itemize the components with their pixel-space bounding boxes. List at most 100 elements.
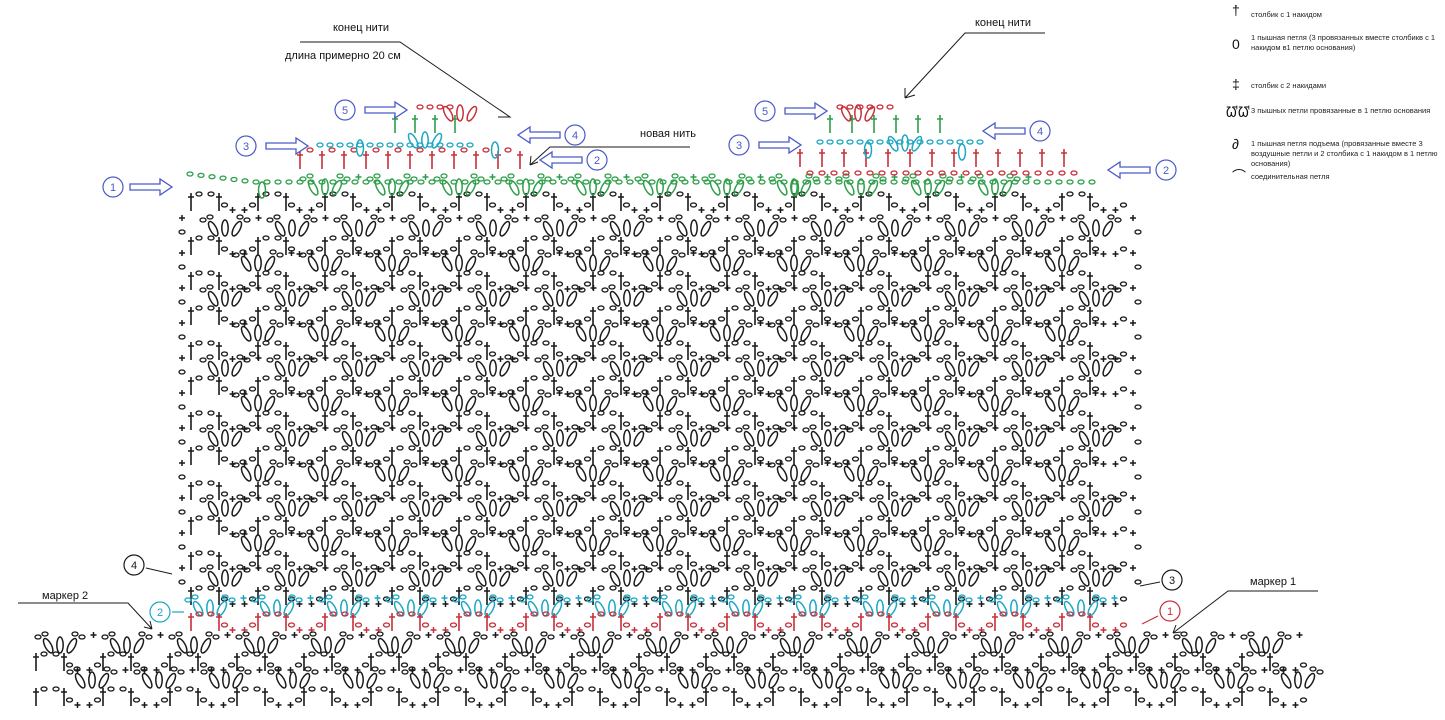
chain-stitch — [671, 389, 679, 395]
chain-stitch — [555, 281, 564, 287]
puff-stitch — [455, 254, 463, 272]
single-crochet — [966, 566, 973, 572]
puff-stitch — [207, 500, 219, 517]
puff-stitch — [508, 395, 520, 412]
chain-stitch — [943, 564, 951, 570]
three-puff-fan — [374, 464, 410, 482]
puff-stitch — [264, 535, 276, 552]
single-crochet — [559, 632, 566, 638]
chain-stitch — [664, 340, 672, 346]
chain-stitch — [239, 249, 247, 255]
chain-stitch — [611, 322, 619, 328]
three-puff-fan — [743, 289, 779, 307]
chain-stitch — [846, 497, 854, 503]
chain-stitch — [911, 651, 919, 657]
chain-stitch — [902, 176, 910, 182]
double-crochet — [523, 447, 529, 465]
chain-stitch — [437, 284, 445, 290]
three-puff-fan — [1146, 671, 1182, 689]
chain-stitch — [722, 686, 730, 692]
puff-stitch — [886, 600, 898, 617]
double-crochet — [322, 587, 328, 605]
chain-stitch — [276, 392, 284, 398]
puff-stitch — [423, 671, 431, 689]
three-puff-fan — [843, 394, 879, 412]
three-puff-fan — [575, 464, 611, 482]
double-crochet — [435, 688, 441, 706]
puff-stitch — [633, 570, 645, 587]
chain-stitch — [488, 491, 497, 497]
chain-stitch — [570, 634, 578, 640]
double-crochet — [597, 688, 603, 706]
double-crochet — [396, 653, 402, 671]
single-crochet — [1112, 207, 1119, 213]
puff-stitch — [1001, 325, 1013, 342]
chain-stitch — [276, 532, 284, 538]
three-puff-fan — [944, 359, 980, 377]
chain-stitch — [969, 252, 977, 258]
chain-stitch — [1034, 170, 1042, 176]
puff-stitch — [934, 255, 946, 272]
chain-stitch — [985, 561, 994, 567]
chain-stitch — [974, 666, 982, 672]
chain-stitch — [957, 281, 966, 287]
chain-stitch — [641, 529, 649, 535]
three-puff-fan — [508, 254, 544, 272]
chain-stitch — [601, 217, 609, 223]
puff-stitch — [857, 394, 865, 412]
puff-stitch — [910, 535, 922, 552]
chain-stitch — [985, 351, 994, 357]
three-puff-fan — [910, 464, 946, 482]
chain-stitch — [400, 567, 408, 573]
double-crochet — [999, 653, 1005, 671]
double-crochet — [797, 149, 803, 167]
puff-stitch — [599, 325, 611, 342]
chain-stitch — [650, 561, 659, 567]
three-puff-fan — [645, 636, 681, 654]
chain-stitch — [956, 179, 964, 185]
single-crochet — [899, 391, 906, 397]
three-puff-fan — [810, 499, 846, 517]
three-puff-fan — [476, 671, 512, 689]
chain-stitch — [410, 462, 418, 468]
puff-stitch — [341, 570, 353, 587]
double-crochet — [858, 377, 864, 395]
puff-stitch — [1114, 637, 1126, 654]
single-crochet — [744, 702, 751, 708]
chain-stitch — [463, 270, 471, 276]
chain-stitch — [516, 281, 525, 287]
puff-stitch — [334, 637, 346, 654]
chain-stitch — [676, 611, 684, 617]
chain-stitch — [851, 281, 860, 287]
single-crochet — [844, 207, 851, 213]
double-crochet — [971, 688, 977, 706]
chain-stitch — [195, 480, 203, 486]
double-crochet — [886, 517, 892, 535]
chain-stitch — [601, 697, 610, 703]
chain-stitch — [1040, 214, 1048, 220]
single-crochet — [363, 426, 370, 432]
three-puff-fan — [1044, 324, 1080, 342]
puff-stitch — [575, 395, 587, 412]
three-puff-fan — [441, 394, 477, 412]
double-crochet — [992, 447, 998, 465]
puff-stitch — [977, 535, 989, 552]
chain-stitch — [1045, 686, 1053, 692]
puff-stitch — [776, 535, 788, 552]
legend-item: соединительная петля — [1251, 172, 1330, 181]
three-puff-fan — [945, 671, 981, 689]
single-crochet — [765, 461, 772, 467]
double-crochet — [724, 517, 730, 535]
single-crochet — [489, 460, 496, 466]
single-crochet — [765, 391, 772, 397]
chain-stitch — [802, 357, 810, 363]
puff-stitch — [913, 637, 925, 654]
chain-stitch — [604, 173, 612, 179]
label-thread-end-left: конец нити — [333, 22, 390, 34]
chain-stitch — [846, 287, 854, 293]
puff-stitch — [1001, 179, 1013, 196]
chain-stitch — [988, 597, 996, 603]
chain-stitch — [341, 585, 349, 591]
single-crochet — [74, 702, 81, 708]
three-puff-fan — [779, 636, 815, 654]
